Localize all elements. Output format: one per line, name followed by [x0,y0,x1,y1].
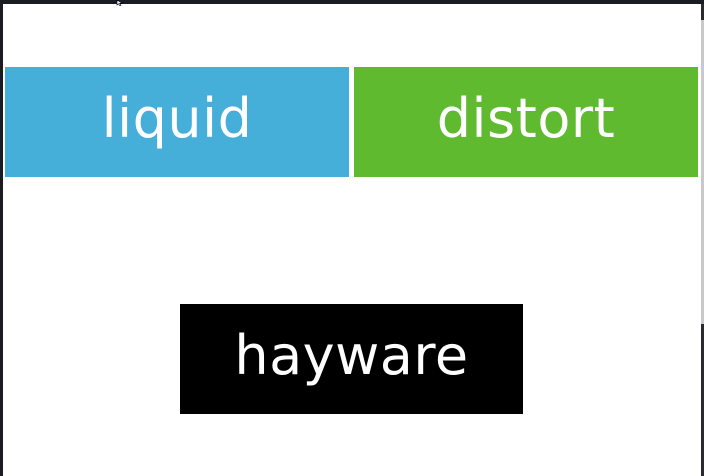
hayware-button[interactable]: hayware [180,304,523,414]
mouse-pointer-icon [116,0,123,6]
liquid-button[interactable]: liquid [5,67,349,177]
liquid-label: liquid [101,87,253,150]
page-canvas: liquid distort hayware [3,4,701,476]
vertical-scrollbar[interactable] [701,4,704,476]
distort-button[interactable]: distort [354,67,698,177]
hayware-label: hayware [234,324,469,387]
scrollbar-thumb[interactable] [701,20,704,324]
distort-label: distort [436,87,616,150]
